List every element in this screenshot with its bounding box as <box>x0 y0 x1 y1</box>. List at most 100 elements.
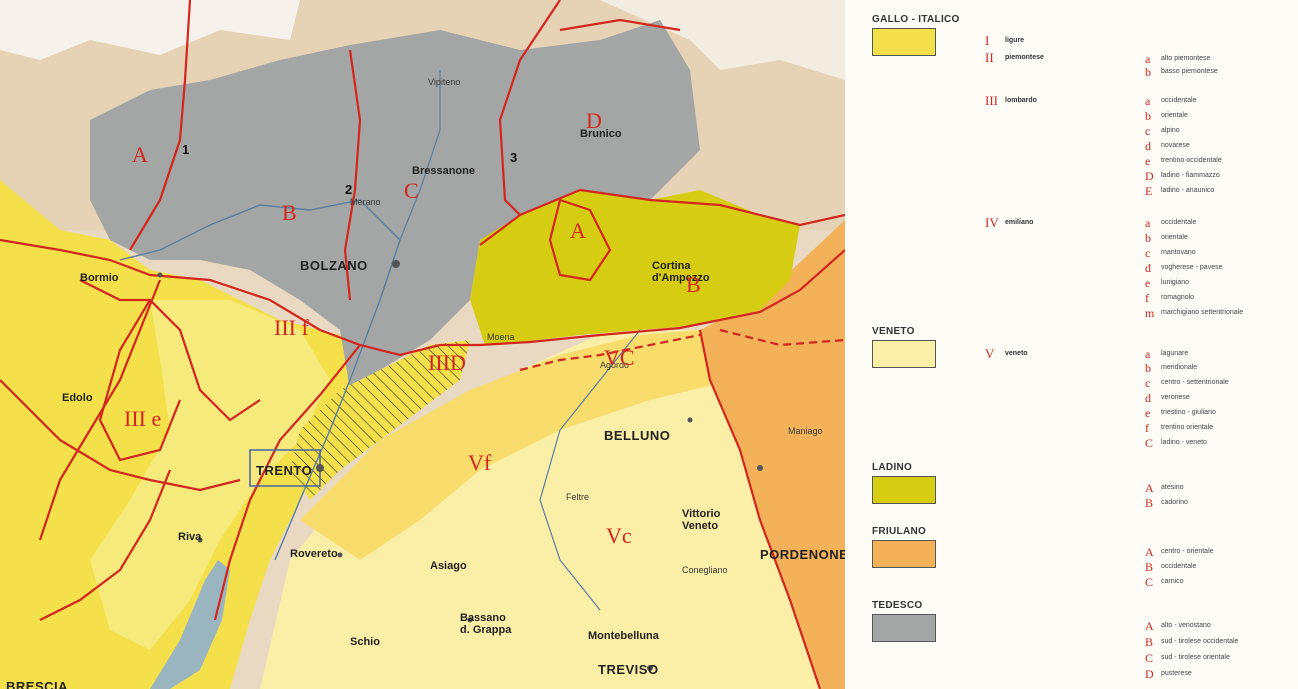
river-isarco <box>399 70 441 241</box>
region-friulano <box>700 220 845 689</box>
subvariety-name: lunigiano <box>1161 279 1190 286</box>
subvariety-name: centro - orientale <box>1161 548 1214 555</box>
region-veneto <box>260 330 820 689</box>
legend-swatch-friulano <box>872 540 936 568</box>
place-schio: Schio <box>350 636 380 648</box>
subvariety-letter: B <box>1145 560 1154 574</box>
subvariety-name: ladino - veneto <box>1161 439 1207 446</box>
zone-label-Vc1: VC <box>604 345 635 370</box>
subvariety-name: occidentale <box>1161 97 1197 104</box>
subvariety-name: trentino occidentale <box>1161 157 1222 164</box>
subvariety-letter: e <box>1145 154 1151 168</box>
zone-label-IIIf: III f <box>274 315 309 340</box>
subvariety-name: triestino - giuliano <box>1161 409 1216 416</box>
subvariety-letter: A <box>1145 481 1154 495</box>
zone-label-B-tedesco: B <box>282 200 297 225</box>
subvariety-letter: b <box>1145 361 1151 375</box>
subvariety-name: cadorino <box>1161 499 1188 506</box>
lake-garda <box>150 560 230 689</box>
subvariety-name: mantovano <box>1161 249 1196 256</box>
place-montebelluna: Montebelluna <box>588 630 659 642</box>
subvariety-letter: f <box>1145 421 1149 435</box>
subvariety-name: ladino - fiammazzo <box>1161 172 1220 179</box>
legend-title-ladino: LADINO <box>872 462 913 473</box>
subvariety-letter: C <box>1145 575 1154 589</box>
legend-swatch-veneto <box>872 340 936 368</box>
zone-label-Lb: B <box>686 272 701 297</box>
subvariety-letter: e <box>1145 406 1151 420</box>
legend-title-tedesco: TEDESCO <box>872 600 923 611</box>
subvariety-name: novarese <box>1161 142 1190 149</box>
place-treviso: TREVISO <box>598 662 659 677</box>
subvariety-letter: c <box>1145 376 1151 390</box>
zone-label-IIIe: III e <box>124 406 162 431</box>
zone-label-D-tedesco: D <box>586 108 602 133</box>
subvariety-letter: B <box>1145 635 1154 649</box>
place-belluno: BELLUNO <box>604 428 671 443</box>
subvariety-name: lagunare <box>1161 350 1189 357</box>
city-dots <box>157 260 763 671</box>
place-cortina: Cortina d'Ampezzo <box>652 260 710 284</box>
hatched-zone <box>290 340 470 500</box>
subvariety-name: occidentale <box>1161 563 1197 570</box>
language-numeral: I <box>985 33 990 48</box>
subvariety-name: orientale <box>1161 112 1188 119</box>
place-pordenone: PORDENONE <box>760 547 845 562</box>
subvariety-name: marchigiano settentrionale <box>1161 309 1244 316</box>
subvariety-letter: b <box>1145 231 1151 245</box>
zone-label-n1: 1 <box>182 142 190 157</box>
subvariety-letter: d <box>1145 139 1151 153</box>
language-name: emiliano <box>1005 219 1034 226</box>
subvariety-letter: m <box>1145 306 1155 320</box>
language-numeral: IV <box>985 215 999 230</box>
subvariety-name: sud - tirolese occidentale <box>1161 638 1239 645</box>
subvariety-letter: d <box>1145 261 1151 275</box>
place-bassano: Bassano d. Grappa <box>460 612 512 636</box>
language-name: piemontese <box>1005 54 1044 61</box>
place-merano: Merano <box>350 197 381 207</box>
place-feltre: Feltre <box>566 492 590 502</box>
place-brunico: Brunico <box>580 128 622 140</box>
legend-swatch-tedesco <box>872 614 936 642</box>
subvariety-name: alpino <box>1161 127 1180 134</box>
place-trento: TRENTO <box>256 463 313 478</box>
place-asiago: Asiago <box>430 560 467 572</box>
legend-swatch-ladino <box>872 476 936 504</box>
place-vipiteno: Vipiteno <box>428 77 461 87</box>
subvariety-name: sud - tirolese orientale <box>1161 654 1230 661</box>
place-conegliano: Conegliano <box>682 565 728 575</box>
subvariety-name: basso piemontese <box>1161 68 1218 75</box>
subvariety-name: alto - venostano <box>1161 622 1211 629</box>
place-riva: Riva <box>178 531 202 543</box>
region-gallo-italico-light <box>90 300 330 650</box>
zone-label-C-tedesco: C <box>404 178 419 203</box>
subvariety-name: vogherese - pavese <box>1161 264 1223 271</box>
river-adige <box>119 199 401 561</box>
subvariety-name: meridionale <box>1161 364 1198 371</box>
subvariety-name: romagnolo <box>1161 294 1195 301</box>
river-piave <box>539 329 641 611</box>
subvariety-letter: a <box>1145 94 1151 108</box>
subvariety-letter: c <box>1145 124 1151 138</box>
language-numeral: III <box>985 93 998 108</box>
legend-title-friulano: FRIULANO <box>872 526 927 537</box>
legend-swatch-gallo <box>872 28 936 56</box>
place-rovereto: Rovereto <box>290 548 338 560</box>
zone-label-n3: 3 <box>510 150 518 165</box>
language-name: veneto <box>1005 350 1028 357</box>
subvariety-letter: f <box>1145 291 1149 305</box>
subvariety-letter: A <box>1145 619 1154 633</box>
subvariety-letter: C <box>1145 651 1154 665</box>
zone-label-Vf: Vf <box>468 450 492 475</box>
subvariety-name: ladino - anaunico <box>1161 187 1215 194</box>
subvariety-letter: D <box>1145 667 1154 681</box>
zone-label-n2: 2 <box>345 182 353 197</box>
subvariety-name: centro - settentrionale <box>1161 379 1229 386</box>
dialect-borders <box>0 0 845 689</box>
zone-label-A-tedesco: A <box>132 142 148 167</box>
subvariety-letter: b <box>1145 109 1151 123</box>
place-bormio: Bormio <box>80 272 119 284</box>
subvariety-letter: a <box>1145 347 1151 361</box>
subvariety-letter: c <box>1145 246 1151 260</box>
